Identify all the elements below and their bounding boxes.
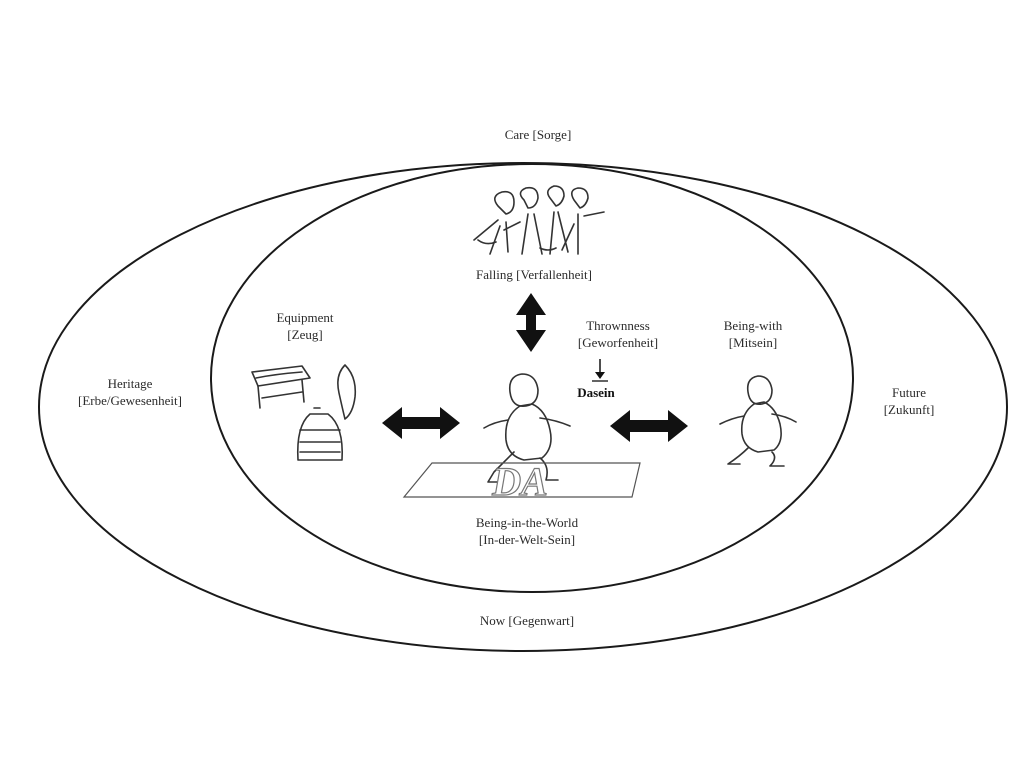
being-in-the-world-label-line2: [In-der-Welt-Sein]: [478, 532, 576, 547]
future-label-line1: Future: [892, 385, 926, 400]
heritage-label: Heritage [Erbe/Gewesenheit]: [78, 375, 182, 409]
care-label: Care [Sorge]: [504, 127, 572, 142]
heritage-label-line2: [Erbe/Gewesenheit]: [78, 393, 182, 408]
thrownness-label: Thrownness [Geworfenheit]: [578, 317, 658, 351]
being-in-the-world-label: Being-in-the-World [In-der-Welt-Sein]: [476, 514, 578, 548]
being-with-label: Being-with [Mitsein]: [724, 317, 783, 351]
future-label: Future [Zukunft]: [884, 384, 935, 418]
heritage-label-line1: Heritage: [107, 376, 153, 391]
floor-logo-text: DA: [491, 459, 548, 504]
inner-ellipse: [210, 163, 854, 593]
equipment-label-line2: [Zeug]: [287, 327, 323, 342]
now-label: Now [Gegenwart]: [479, 613, 575, 628]
being-in-the-world-label-line1: Being-in-the-World: [475, 515, 579, 530]
equipment-label: Equipment [Zeug]: [276, 309, 333, 343]
equipment-objects-icon: [251, 364, 357, 461]
falling-label: Falling [Verfallenheit]: [476, 267, 592, 282]
right-double-arrow-icon: [610, 410, 688, 442]
left-double-arrow-icon: [382, 407, 460, 439]
being-with-child-figure-icon: [719, 375, 797, 467]
thrownness-arrow-icon: [592, 359, 608, 382]
vertical-double-arrow-icon: [516, 293, 546, 352]
being-with-label-line1: Being-with: [723, 318, 783, 333]
dasein-child-figure-icon: [483, 373, 571, 483]
future-label-line2: [Zukunft]: [883, 402, 935, 417]
da-floor-logo-icon: DA: [402, 458, 641, 505]
equipment-label-line1: Equipment: [276, 310, 334, 325]
thrownness-label-line2: [Geworfenheit]: [577, 335, 659, 350]
outer-ellipse: [38, 162, 1008, 652]
crowd-figures-icon: [473, 185, 605, 255]
being-with-label-line2: [Mitsein]: [728, 335, 778, 350]
thrownness-label-line1: Thrownness: [586, 318, 650, 333]
dasein-label: Dasein: [577, 385, 615, 400]
